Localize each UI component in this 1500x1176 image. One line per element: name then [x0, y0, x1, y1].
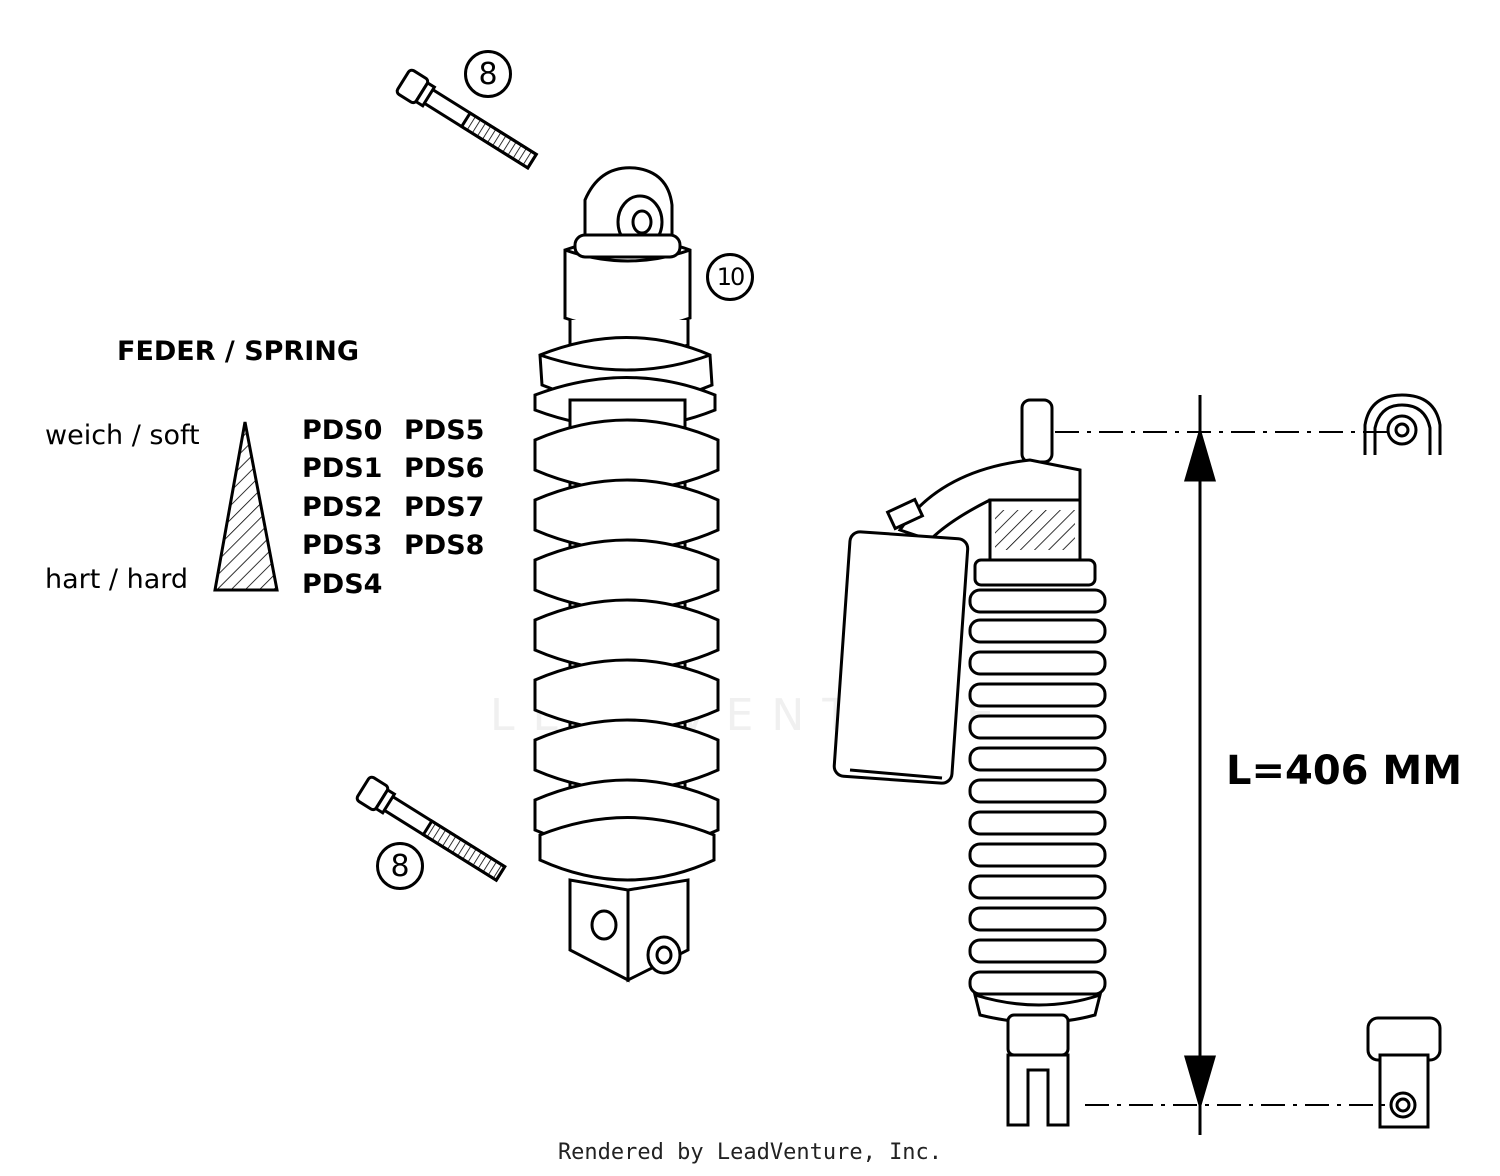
spring-pds1: PDS1 [302, 453, 383, 484]
spring-pds6: PDS6 [404, 453, 485, 484]
callout-bolt-top: 8 [464, 50, 512, 98]
main-shock-absorber [533, 166, 720, 983]
callout-bolt-bottom: 8 [376, 842, 424, 890]
footer-credit: Rendered by LeadVenture, Inc. [557, 1140, 943, 1165]
top-bolt [395, 68, 539, 170]
spring-pds7: PDS7 [404, 492, 485, 523]
spring-pds8: PDS8 [404, 530, 485, 561]
side-shock-absorber [832, 398, 1107, 1127]
spring-pds5: PDS5 [404, 415, 485, 446]
spring-pds4: PDS4 [302, 569, 383, 600]
detail-bottom-eye [1366, 1016, 1442, 1129]
spring-pds3: PDS3 [302, 530, 383, 561]
legend-hard-label: hart / hard [45, 564, 189, 595]
length-dimension-label: L=406 MM [1226, 748, 1463, 794]
detail-top-eye [1363, 393, 1442, 455]
bottom-bolt [355, 775, 507, 883]
legend-soft-label: weich / soft [45, 420, 200, 451]
spring-pds2: PDS2 [302, 492, 383, 523]
length-dimension-line [1055, 395, 1390, 1135]
spring-pds0: PDS0 [302, 415, 383, 446]
hardness-triangle [213, 421, 279, 592]
callout-top-eye: 10 [706, 253, 754, 301]
legend-title: FEDER / SPRING [117, 336, 360, 367]
